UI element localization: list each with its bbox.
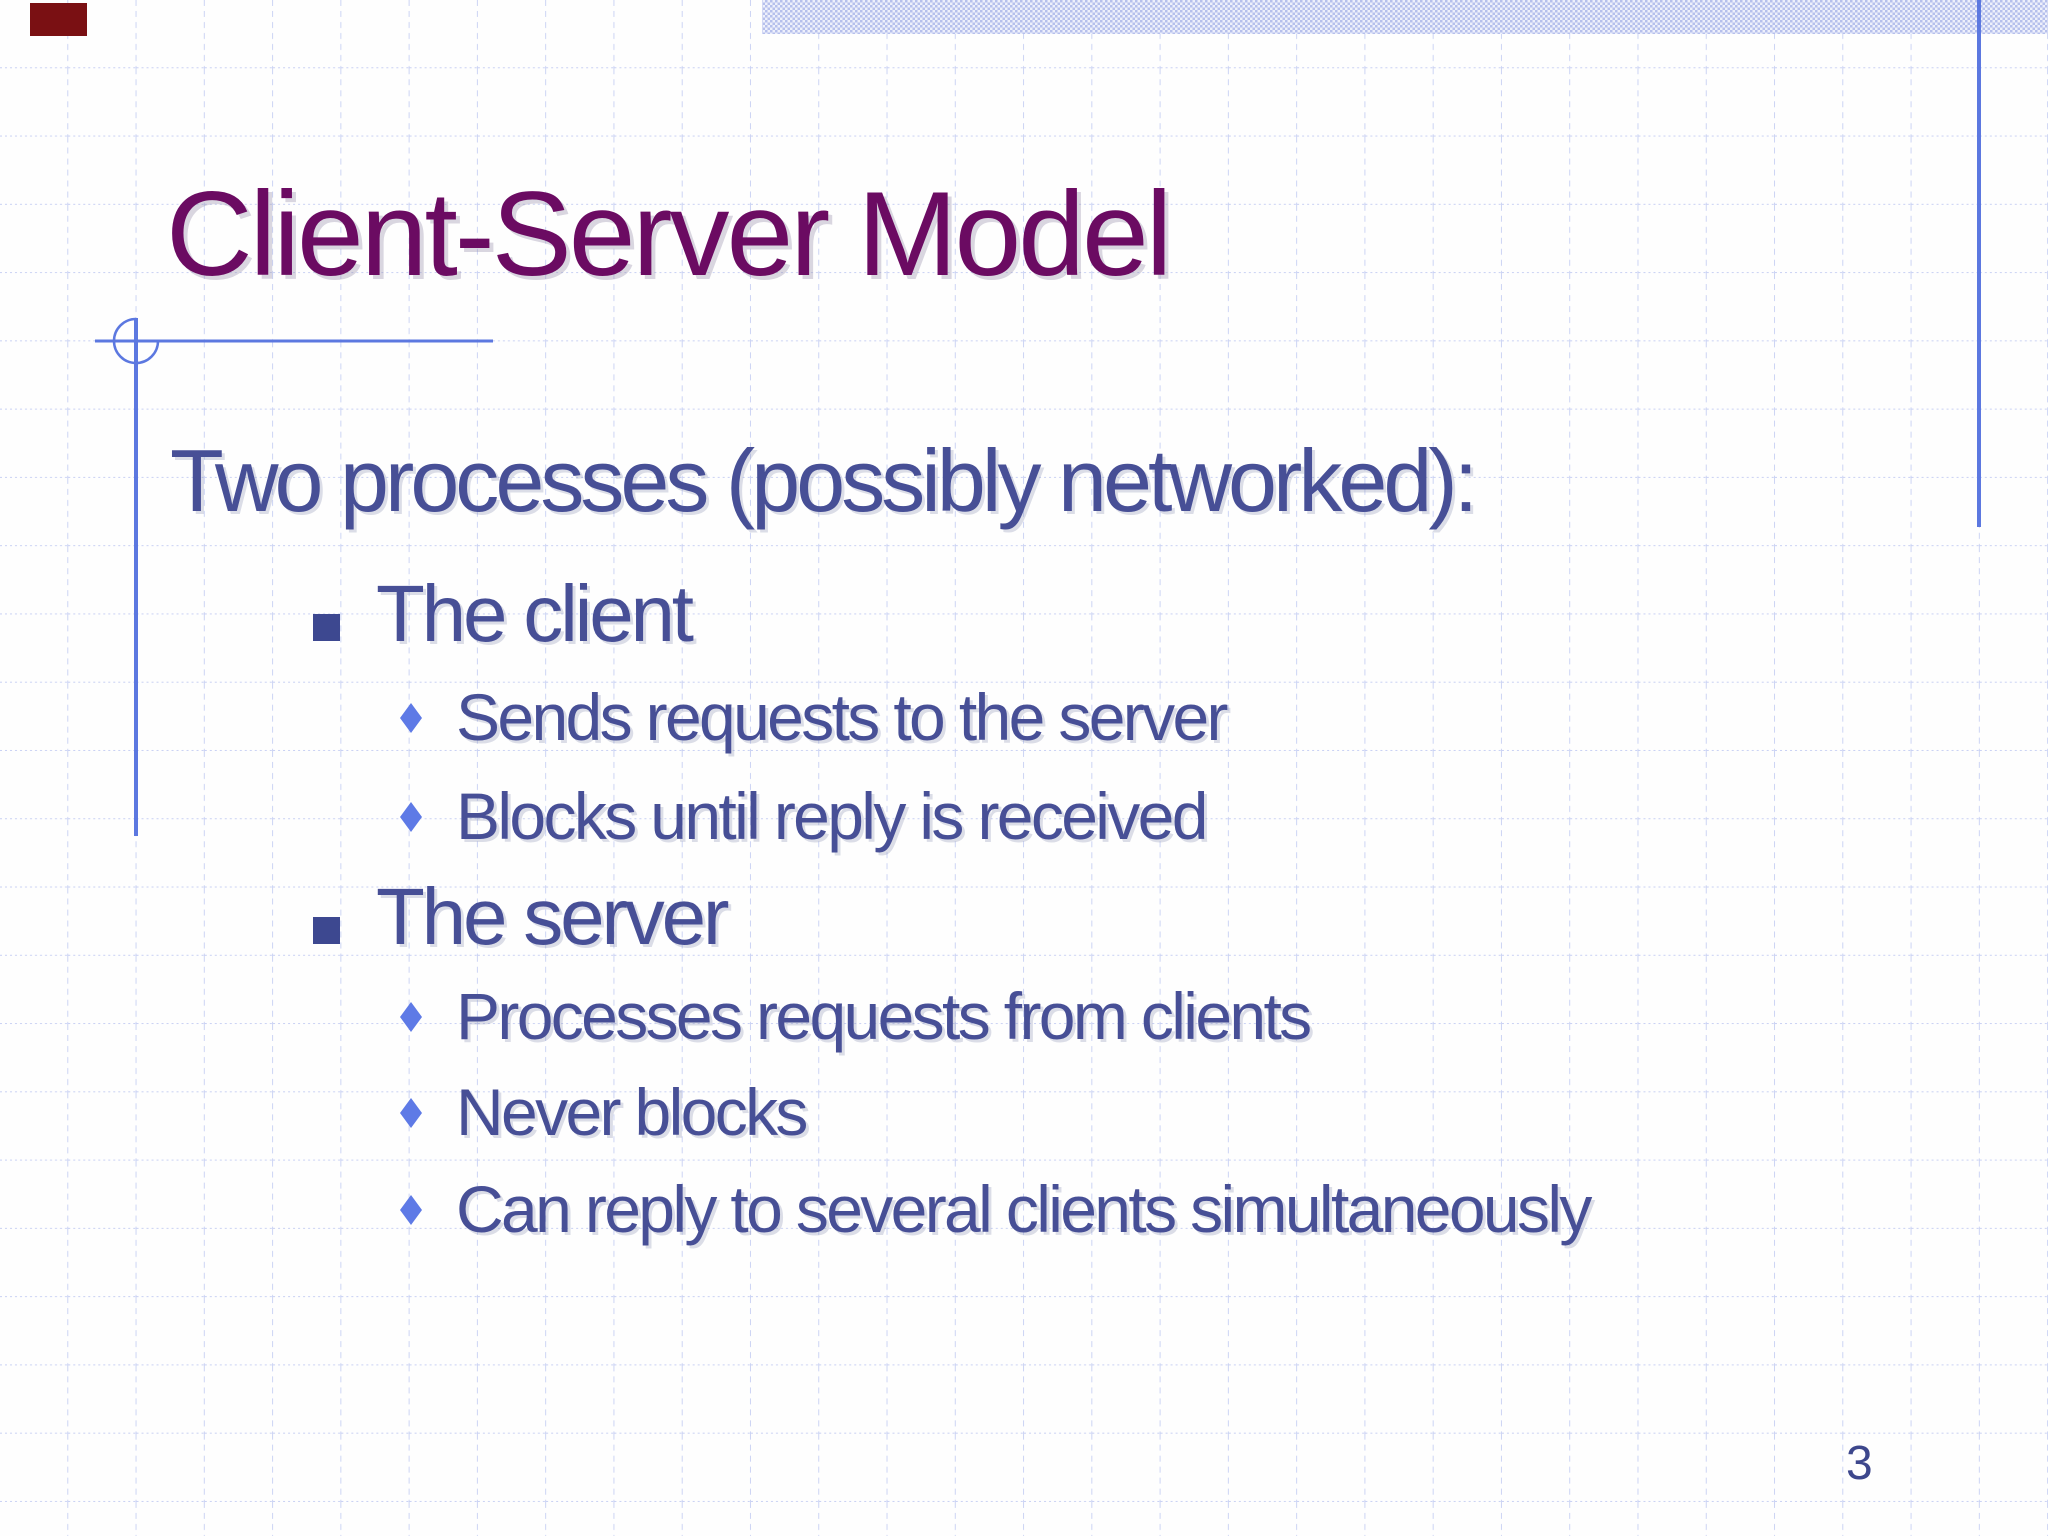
square-bullet-icon: [313, 917, 340, 944]
list-item: Blocks until reply is received: [400, 779, 1208, 853]
square-bullet-icon: [313, 614, 340, 641]
list-item-label: Can reply to several clients simultaneou…: [456, 1172, 1592, 1246]
list-item-label: Blocks until reply is received: [456, 779, 1208, 853]
intro-line: Two processes (possibly networked):: [170, 431, 1478, 530]
list-item: Sends requests to the server: [400, 680, 1229, 754]
list-item-label: The client: [376, 569, 694, 658]
list-item: Can reply to several clients simultaneou…: [400, 1172, 1592, 1246]
diamond-bullet-icon: [400, 1098, 422, 1128]
list-item: Processes requests from clients: [400, 979, 1312, 1053]
red-accent-box: [30, 3, 87, 36]
list-item-label: Never blocks: [456, 1075, 808, 1149]
diamond-bullet-icon: [400, 802, 422, 832]
hatch-band: [762, 0, 2048, 34]
list-item-label: Sends requests to the server: [456, 680, 1229, 754]
list-item-client: The client: [313, 569, 694, 658]
list-item-label: The server: [376, 872, 730, 961]
list-item-label: Processes requests from clients: [456, 979, 1312, 1053]
diamond-bullet-icon: [400, 1195, 422, 1225]
diamond-bullet-icon: [400, 1002, 422, 1032]
intro-text: Two processes (possibly networked):: [170, 431, 1478, 530]
diamond-bullet-icon: [400, 703, 422, 733]
compass-circle: [112, 317, 160, 365]
slide-title: Client-Server Model: [166, 167, 1172, 301]
list-item: Never blocks: [400, 1075, 808, 1149]
list-item-server: The server: [313, 872, 730, 961]
page-number: 3: [1846, 1437, 1873, 1490]
